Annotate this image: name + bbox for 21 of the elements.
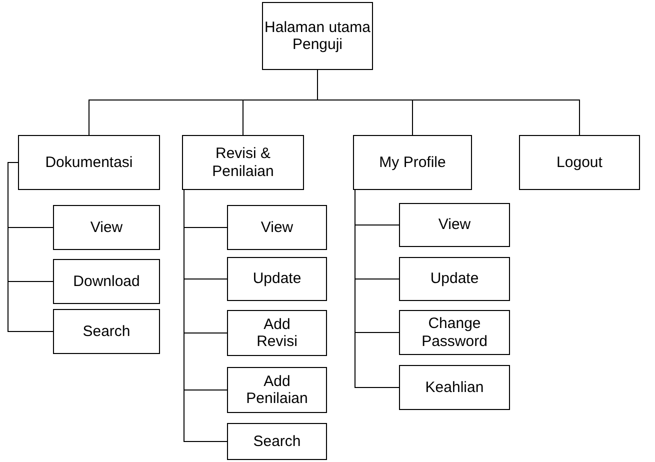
menu-box: Download (53, 259, 160, 304)
menu-box: Update (399, 257, 510, 301)
menu-box: Update (227, 257, 327, 301)
menu-box: Dokumentasi (18, 135, 160, 190)
menu-box: Change Password (399, 310, 510, 355)
connector-line (317, 70, 580, 136)
menu-box: Add Penilaian (227, 367, 327, 413)
menu-box: View (399, 203, 510, 247)
menu-box: Search (227, 423, 327, 460)
menu-box: Search (53, 309, 160, 354)
menu-box: Logout (519, 135, 640, 190)
menu-box: My Profile (353, 135, 472, 190)
menu-box: View (227, 205, 327, 250)
menu-box: Revisi & Penilaian (182, 135, 304, 190)
menu-box: Add Revisi (227, 310, 327, 356)
connector-line (8, 162, 54, 332)
connector-line (354, 190, 400, 388)
connector-line (184, 190, 228, 442)
menu-box: View (53, 205, 160, 250)
menu-box: Halaman utama Penguji (262, 2, 373, 70)
menu-box: Keahlian (399, 365, 510, 410)
